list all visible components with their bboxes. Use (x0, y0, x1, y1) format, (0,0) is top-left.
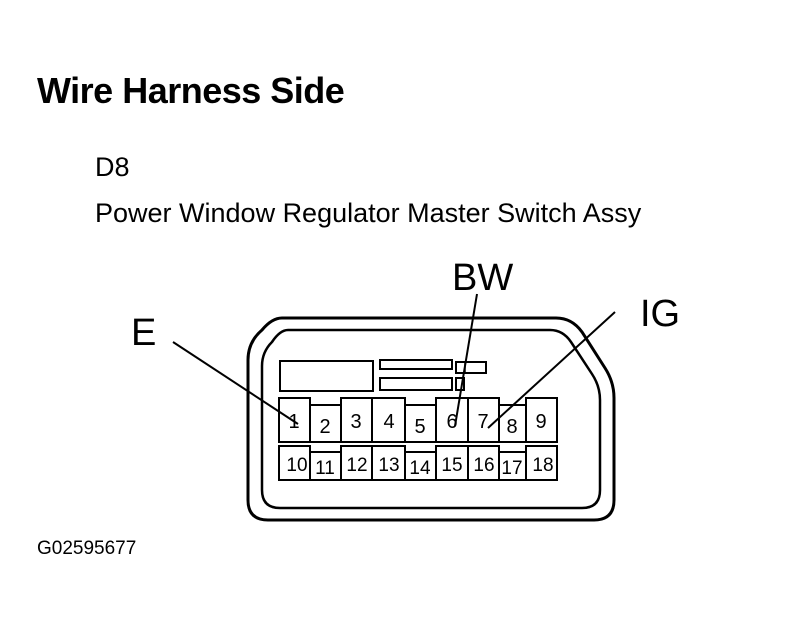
pin-label: 5 (414, 416, 425, 438)
pin-cell: 13 (371, 445, 406, 481)
pin-label: 16 (473, 455, 494, 476)
pin-label: 15 (441, 455, 462, 476)
pin-cell: 3 (340, 397, 373, 443)
pin-label: 8 (506, 416, 517, 438)
pin-label: 18 (532, 455, 553, 476)
leader-line-ig (487, 311, 616, 429)
pin-cell: 1 (278, 397, 311, 443)
callout-label-ig: IG (640, 293, 680, 335)
pin-label: 13 (378, 455, 399, 476)
pin-cell: 14 (404, 451, 437, 481)
callout-label-e: E (131, 312, 156, 354)
pin-cell: 17 (498, 451, 527, 481)
pin-label: 3 (350, 411, 361, 433)
pin-cell: 5 (404, 404, 437, 443)
pin-label: 9 (535, 411, 546, 433)
pin-label: 14 (409, 458, 431, 479)
pin-cell: 11 (309, 451, 342, 481)
pin-cell: 16 (467, 445, 500, 481)
diagram-title: Wire Harness Side (37, 70, 345, 111)
latch-tab (455, 361, 487, 374)
figure-id: G02595677 (37, 538, 137, 559)
pin-label: 17 (501, 458, 522, 479)
pin-cell: 8 (498, 404, 527, 443)
lock-tab-large (279, 360, 374, 392)
leader-line-e (172, 341, 299, 425)
pin-label: 2 (319, 416, 330, 438)
connector-code: D8 (95, 152, 130, 182)
pin-cell: 10 (278, 445, 311, 481)
pin-cell: 6 (435, 397, 469, 443)
pin-label: 7 (477, 411, 488, 433)
connector-inner-outline (260, 328, 602, 510)
leader-line-bw (454, 293, 478, 427)
pin-label: 11 (315, 458, 335, 479)
pin-cell: 12 (340, 445, 373, 481)
pin-label: 4 (383, 411, 394, 433)
callout-label-bw: BW (452, 257, 513, 299)
connector-outer-outline (246, 316, 616, 522)
pin-label: 12 (346, 455, 367, 476)
pin-cell: 7 (467, 397, 500, 443)
pin-cell: 15 (435, 445, 469, 481)
pin-cell: 9 (525, 397, 558, 443)
pin-label: 6 (446, 411, 457, 433)
pin-cell: 2 (309, 404, 342, 443)
key-slot-lower (379, 377, 453, 391)
pin-label: 10 (286, 455, 307, 476)
connector-name: Power Window Regulator Master Switch Ass… (95, 198, 642, 228)
pin-cell: 4 (371, 397, 406, 443)
pin-cell: 18 (525, 445, 558, 481)
key-slot-upper (379, 359, 453, 370)
